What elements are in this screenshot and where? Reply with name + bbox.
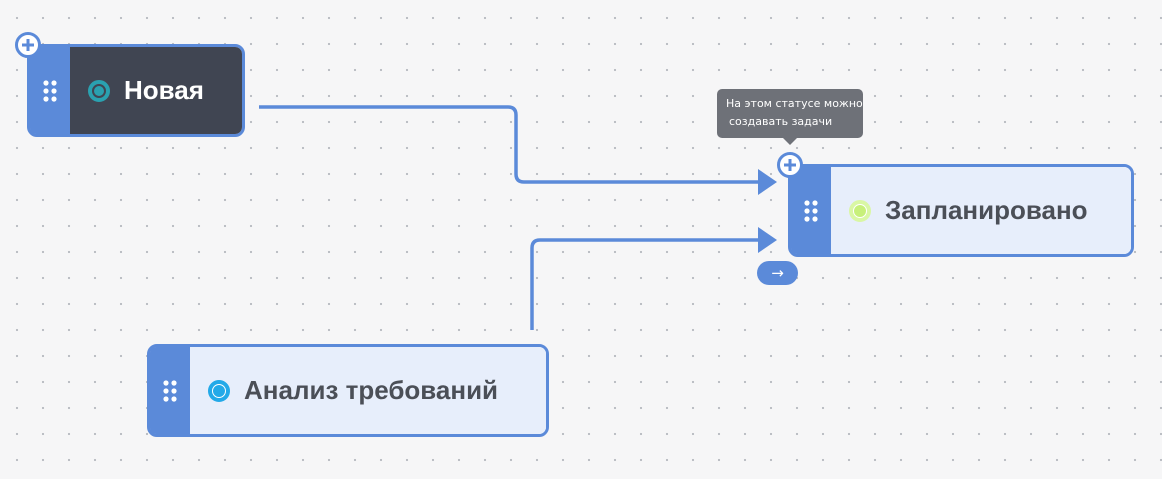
status-node-planned[interactable]: Запланировано (788, 164, 1134, 257)
status-node-label: Новая (124, 75, 204, 105)
create-tasks-tooltip: На этом статусе можно создавать задачи (717, 89, 863, 138)
status-dot-icon (208, 379, 230, 402)
status-node-body: Запланировано (831, 167, 1131, 254)
status-dot-icon (88, 79, 110, 102)
status-node-new[interactable]: Новая (27, 44, 245, 137)
next-transition-button[interactable]: → (757, 261, 798, 285)
status-node-body: Новая (70, 47, 242, 134)
transition-edge-new-to-planned[interactable] (259, 105, 760, 184)
drag-handle-icon[interactable] (150, 347, 190, 434)
add-transition-plus-icon[interactable] (15, 32, 41, 58)
tooltip-line-1: На этом статусе можно (726, 97, 863, 110)
arrow-right-icon: → (771, 264, 784, 282)
arrowhead-analysis-to-planned (758, 227, 777, 253)
add-transition-plus-icon[interactable] (777, 152, 803, 178)
status-node-body: Анализ требований (190, 347, 546, 434)
status-node-label: Запланировано (885, 195, 1088, 225)
status-dot-icon (849, 199, 871, 222)
drag-handle-icon[interactable] (791, 167, 831, 254)
drag-handle-icon[interactable] (30, 47, 70, 134)
arrowhead-new-to-planned (758, 169, 777, 195)
status-node-analysis[interactable]: Анализ требований (147, 344, 549, 437)
tooltip-pointer (783, 138, 797, 145)
status-node-label: Анализ требований (244, 375, 499, 405)
transition-edge-analysis-to-planned[interactable] (530, 238, 760, 330)
tooltip-line-2: создавать задачи (729, 115, 833, 128)
